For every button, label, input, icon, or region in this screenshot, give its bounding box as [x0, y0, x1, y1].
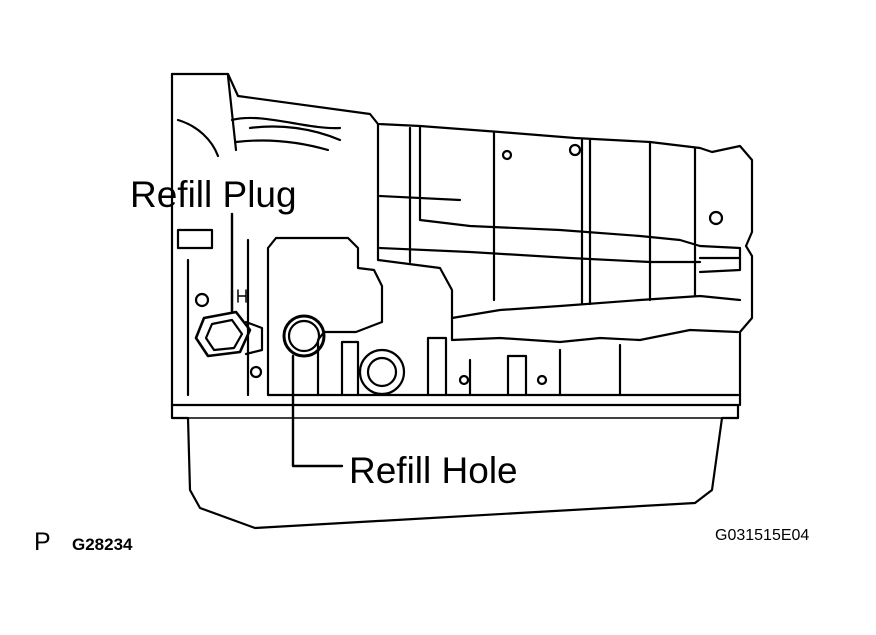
- hole-6: [194, 292, 210, 308]
- lower-housing: [450, 316, 740, 344]
- refill-plug-callout: Refill Plug: [130, 174, 297, 215]
- boss-1: [340, 340, 360, 397]
- case-outline: [170, 72, 754, 407]
- fitting-outer: [358, 348, 406, 396]
- boss-2: [426, 336, 448, 397]
- hole-4: [458, 374, 470, 386]
- footer-letter: P: [34, 528, 51, 556]
- refill-plug-mark: [237, 289, 247, 303]
- hole-2: [501, 149, 513, 161]
- extension-upper: [418, 124, 702, 248]
- refill-hole-leader: [291, 354, 344, 468]
- hole-7: [249, 365, 263, 379]
- fitting-inner: [366, 356, 398, 388]
- boss-left: [176, 228, 214, 250]
- refill-plug-face: [204, 318, 244, 352]
- extension-housing: [376, 122, 742, 320]
- refill-plug-threads: [244, 320, 264, 356]
- refill-plug-hex: [194, 310, 252, 358]
- hole-3: [708, 210, 724, 226]
- refill-hole-callout: Refill Hole: [349, 450, 518, 491]
- refill-hole-outer: [282, 314, 326, 358]
- oil-pan: [170, 403, 740, 530]
- housing-curve-2: [230, 116, 342, 130]
- housing-curve-4: [248, 125, 342, 142]
- extension-mid-line: [378, 194, 462, 202]
- footer-right-code: G031515E04: [715, 527, 810, 544]
- hole-1: [568, 143, 582, 157]
- hole-5: [536, 374, 548, 386]
- extension-lower-line: [378, 246, 702, 264]
- footer-left-code: G28234: [72, 535, 133, 554]
- housing-curve-1: [176, 118, 220, 158]
- housing-curve-3: [234, 139, 330, 152]
- valve-body: [266, 236, 384, 397]
- boss-3: [506, 354, 528, 397]
- refill-hole-inner: [287, 319, 321, 353]
- housing-rib: [226, 74, 238, 152]
